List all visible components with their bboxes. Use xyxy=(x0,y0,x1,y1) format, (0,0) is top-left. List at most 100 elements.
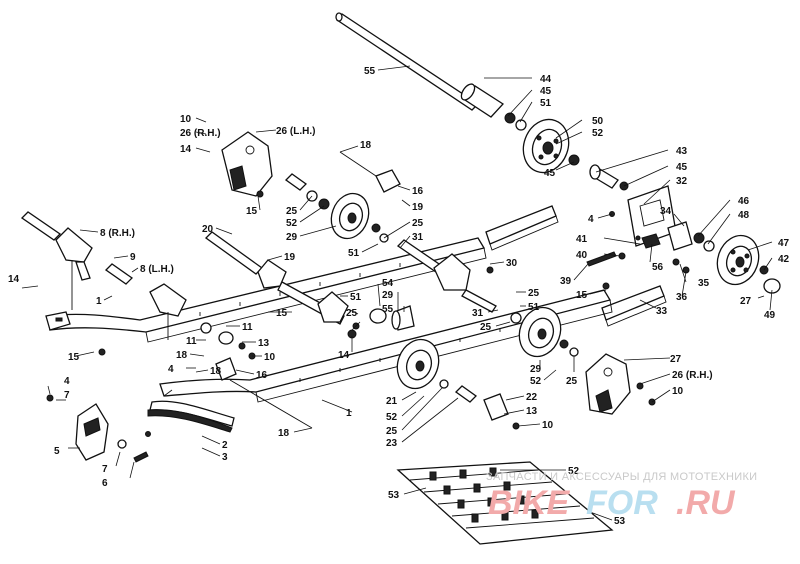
front-arm-assembly xyxy=(20,211,187,356)
label-7b: 7 xyxy=(102,464,108,475)
label-46: 46 xyxy=(738,196,750,207)
label-14a: 14 xyxy=(180,144,192,155)
spacer-43 xyxy=(589,164,619,189)
label-16a: 16 xyxy=(412,186,424,197)
label-20: 20 xyxy=(202,224,214,235)
label-14b: 14 xyxy=(8,274,20,285)
label-40: 41 xyxy=(576,234,588,245)
washer-51-top xyxy=(515,119,527,131)
label-39: 40 xyxy=(576,250,588,261)
label-12: 11 xyxy=(186,336,197,347)
label-15d: 15 xyxy=(276,308,288,319)
label-3: 3 xyxy=(222,452,228,463)
label-30: 30 xyxy=(506,258,518,269)
label-14c: 14 xyxy=(338,350,350,361)
label-5: 5 xyxy=(54,446,60,457)
label-24c: 25 xyxy=(346,308,358,319)
label-10b: 10 xyxy=(264,352,276,363)
label-32: 31 xyxy=(412,232,424,243)
label-8rh: 8 (R.H.) xyxy=(100,228,135,239)
screw-3 xyxy=(145,431,151,437)
label-4a: 4 xyxy=(64,376,70,387)
part-labels: 55 44 45 51 50 52 43 45 32 45 34 46 48 4… xyxy=(8,66,790,527)
label-1a: 1 xyxy=(96,296,102,307)
label-21: 21 xyxy=(386,396,398,407)
label-31: 31 xyxy=(472,308,484,319)
label-13b: 13 xyxy=(526,406,538,417)
clamp-block-22 xyxy=(483,393,509,421)
spacer-tube-a xyxy=(284,173,308,191)
label-33: 32 xyxy=(676,176,688,187)
label-22: 22 xyxy=(526,392,538,403)
label-26rh: 26 (L.H.) xyxy=(276,126,315,137)
label-35: 34 xyxy=(660,206,672,217)
label-38: 39 xyxy=(560,276,572,287)
label-17a: 18 xyxy=(360,140,372,151)
label-51c: 51 xyxy=(350,292,362,303)
label-4c: 4 xyxy=(168,364,174,375)
label-18a: 19 xyxy=(412,202,424,213)
label-52c: 52 xyxy=(530,376,542,387)
bearing-52-a xyxy=(318,198,330,210)
label-25b: 26 (R.H.) xyxy=(672,370,713,381)
adjuster-block-35 xyxy=(667,221,693,251)
washer-24-c xyxy=(510,312,522,324)
label-18c: 18 xyxy=(210,366,222,377)
label-55: 54 xyxy=(382,278,394,289)
label-52b: 52 xyxy=(286,218,298,229)
label-51b: 51 xyxy=(348,248,360,259)
label-24f: 25 xyxy=(566,376,578,387)
bumper-bracket-5 xyxy=(75,403,109,461)
washer-13 xyxy=(238,342,246,350)
bracket-26-rh xyxy=(221,131,273,198)
idler-wheel-47 xyxy=(716,234,760,286)
rail-channel-lower xyxy=(601,282,667,327)
label-1b: 1 xyxy=(346,408,352,419)
label-44: 44 xyxy=(540,74,552,85)
axle-spacer xyxy=(460,83,505,118)
label-25a: 26 (R.H.) xyxy=(180,128,221,139)
label-37: 36 xyxy=(676,292,688,303)
label-28b: 29 xyxy=(530,364,542,375)
label-8lh: 8 (L.H.) xyxy=(140,264,174,275)
wear-strip-3 xyxy=(147,409,233,433)
label-56: 55 xyxy=(382,304,394,315)
label-23: 23 xyxy=(386,438,398,449)
nut-30 xyxy=(486,266,494,274)
label-24b: 25 xyxy=(412,218,424,229)
label-52d: 52 xyxy=(386,412,398,423)
rail-channel-upper xyxy=(485,205,559,251)
idler-wheel-28-lower xyxy=(518,306,562,358)
bearing-46 xyxy=(693,232,705,244)
idler-wheel-28-upper xyxy=(330,192,370,240)
bearing-45-top xyxy=(504,112,516,124)
nut-36 xyxy=(672,258,680,266)
washer-12 xyxy=(200,322,212,334)
label-54a: 53 xyxy=(388,490,400,501)
label-10c: 10 xyxy=(542,420,554,431)
label-17b: 18 xyxy=(278,428,290,439)
label-47: 47 xyxy=(778,238,790,249)
o-ring-55 xyxy=(369,308,387,324)
bolt-17-a xyxy=(339,151,377,177)
label-42: 42 xyxy=(778,254,790,265)
label-54b: 53 xyxy=(614,516,626,527)
label-24a: 25 xyxy=(286,206,298,217)
label-57: 56 xyxy=(652,262,664,273)
clamp-block-16-a xyxy=(375,169,401,193)
washer-7-b xyxy=(117,439,127,449)
label-53: 52 xyxy=(568,466,580,477)
bearing-45-mid xyxy=(568,154,580,166)
washer-48 xyxy=(703,240,715,252)
watermark-logo-for: FOR xyxy=(586,484,658,522)
label-18b: 18 xyxy=(176,350,188,361)
bolt-38 xyxy=(586,251,617,267)
cross-shaft-assembly xyxy=(204,231,497,339)
label-51a: 51 xyxy=(540,98,552,109)
watermark-logo-ru: .RU xyxy=(676,484,736,522)
label-15a: 15 xyxy=(246,206,258,217)
label-16b: 16 xyxy=(256,370,268,381)
label-52a: 52 xyxy=(592,128,604,139)
parts-drawing xyxy=(20,12,781,545)
label-10d: 10 xyxy=(672,386,684,397)
